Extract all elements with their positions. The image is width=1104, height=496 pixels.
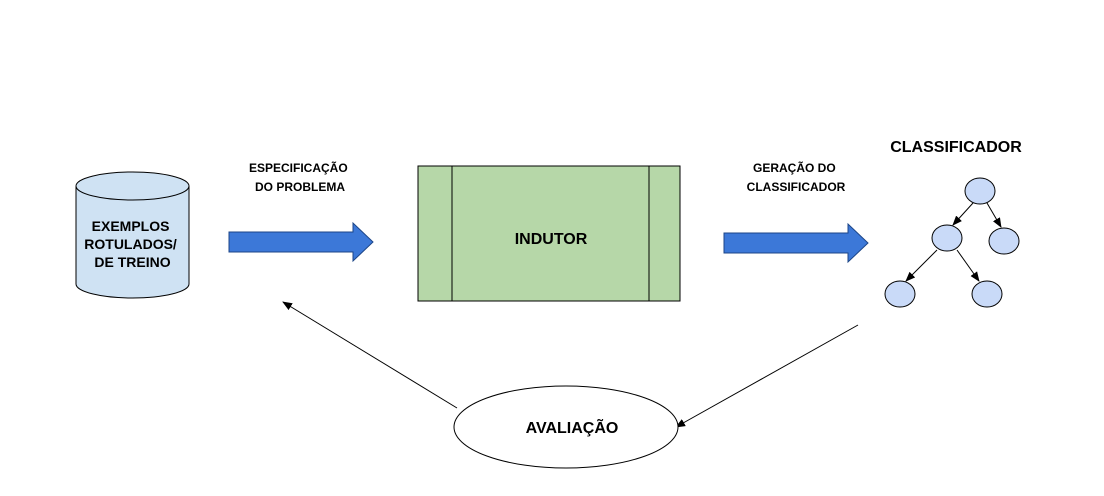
training-data-cylinder: EXEMPLOS ROTULADOS/ DE TREINO bbox=[75, 171, 190, 299]
svg-text:GERAÇÃO DO CLASSIFICADOR: GERAÇÃO DO CLASSIFICADOR bbox=[747, 160, 846, 194]
svg-text:EXEMPLOS ROTULADOS/: EXEMPLOS ROTULADOS/ DE TREINO bbox=[84, 218, 180, 270]
svg-text:ESPECIFICAÇÃO DO PROBLEM: ESPECIFICAÇÃO DO PROBLEMA bbox=[249, 160, 351, 194]
evaluation-node: AVALIAÇÃO bbox=[453, 385, 679, 469]
problem-specification-edge: ESPECIFICAÇÃO DO PROBLEMA bbox=[228, 160, 374, 263]
tree-edge bbox=[905, 249, 938, 282]
tree-node-left-right bbox=[971, 280, 1003, 308]
spec-label-line-2: DO PROBLEMA bbox=[255, 180, 345, 194]
inductor-label: INDUTOR bbox=[515, 231, 588, 248]
cylinder-top bbox=[75, 171, 190, 201]
classifier-tree: CLASSIFICADOR bbox=[884, 139, 1022, 308]
tree-edge bbox=[952, 202, 974, 226]
spec-label-line-1: ESPECIFICAÇÃO bbox=[249, 160, 348, 175]
tree-node-root bbox=[964, 177, 996, 205]
tree-edge bbox=[986, 202, 1002, 228]
evaluation-ellipse bbox=[453, 385, 679, 469]
tree-node-right bbox=[988, 227, 1020, 255]
evaluation-label: AVALIAÇÃO bbox=[526, 417, 619, 437]
cylinder-label-line-1: EXEMPLOS bbox=[92, 218, 170, 234]
classifier-generation-edge: GERAÇÃO DO CLASSIFICADOR bbox=[723, 160, 869, 264]
feedback-arrow-to-evaluation bbox=[675, 324, 859, 428]
cylinder-label-line-3: DE TREINO bbox=[94, 254, 170, 270]
tree-node-left-left bbox=[884, 280, 916, 308]
inductor-block: INDUTOR bbox=[417, 165, 681, 302]
classifier-title: CLASSIFICADOR bbox=[890, 139, 1022, 156]
feedback-arrow-to-data bbox=[282, 301, 458, 409]
cylinder-label-line-2: ROTULADOS/ bbox=[84, 236, 177, 252]
tree-node-left bbox=[931, 224, 963, 252]
tree-edge bbox=[956, 249, 980, 282]
inductor-rect bbox=[417, 165, 681, 302]
generation-label-line-1: GERAÇÃO DO bbox=[753, 160, 836, 175]
generation-label-line-2: CLASSIFICADOR bbox=[747, 180, 846, 194]
cylinder-body bbox=[75, 186, 190, 299]
block-arrow-right bbox=[228, 221, 374, 263]
block-arrow-right bbox=[723, 222, 869, 264]
